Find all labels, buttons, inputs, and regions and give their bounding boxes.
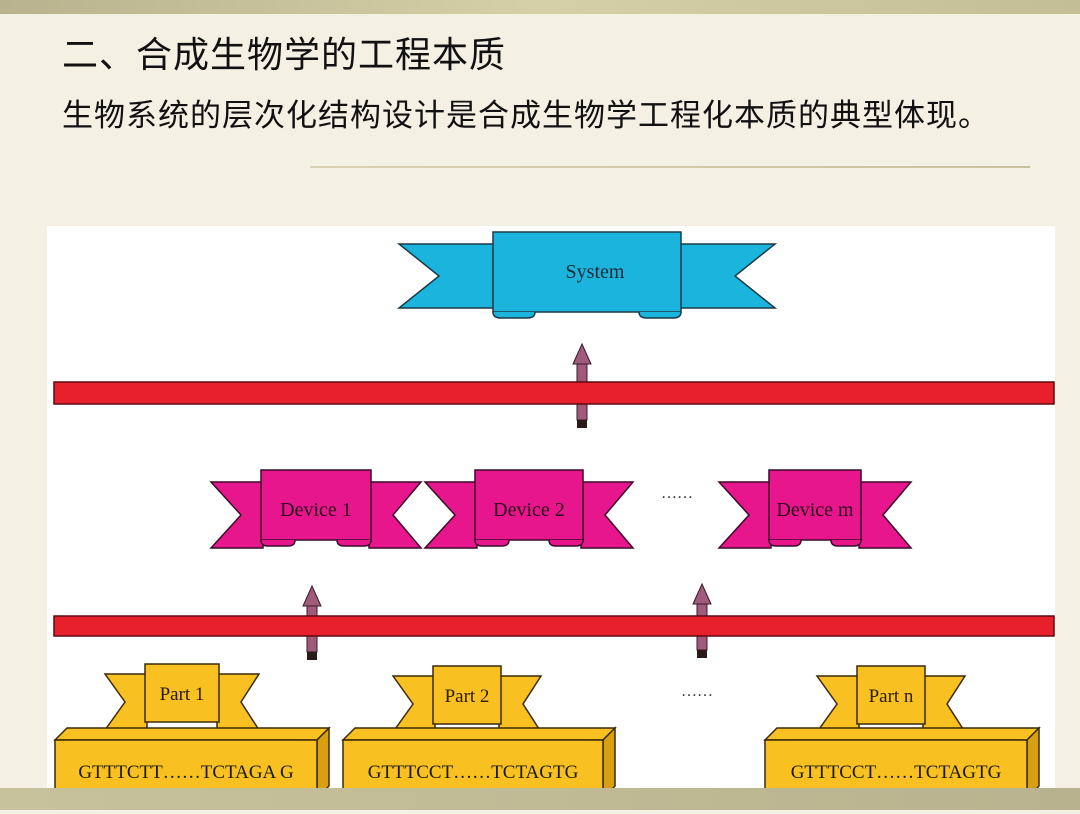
sequence-label-2: GTTTCCT……TCTAGTG xyxy=(368,762,579,783)
diagram-panel: System Device 1 Device 2 …… Device m xyxy=(47,226,1055,810)
device-label-m: Device m xyxy=(776,499,854,521)
slide-subtitle: 生物系统的层次化结构设计是合成生物学工程化本质的典型体现。 xyxy=(62,98,990,134)
system-ribbon: System xyxy=(396,231,778,319)
divider-line xyxy=(310,166,1030,168)
part-label-2: Part 2 xyxy=(445,686,490,707)
layer-bar-bottom xyxy=(53,615,1055,637)
part-label-1: Part 1 xyxy=(160,684,205,705)
part-ribbon-2: Part 2 xyxy=(391,665,543,733)
device-ribbon-m: Device m xyxy=(717,469,913,549)
system-label: System xyxy=(566,261,625,283)
hierarchy-diagram: System Device 1 Device 2 …… Device m xyxy=(53,231,1055,800)
device-label-2: Device 2 xyxy=(493,499,565,521)
top-decor-bar xyxy=(0,0,1080,14)
bottom-decor-bar xyxy=(0,788,1080,810)
device-ellipsis: …… xyxy=(661,485,693,502)
sequence-block-n: GTTTCCT……TCTAGTG xyxy=(763,726,1041,800)
slide-title: 二、合成生物学的工程本质 xyxy=(62,35,507,76)
device-ribbon-2: Device 2 xyxy=(423,469,635,549)
part-ribbon-1: Part 1 xyxy=(103,663,261,731)
part-ellipsis: …… xyxy=(681,683,713,700)
sequence-label-1: GTTTCTT……TCTAGA G xyxy=(78,762,294,783)
part-label-n: Part n xyxy=(869,686,914,707)
device-label-1: Device 1 xyxy=(280,499,352,521)
device-ribbon-1: Device 1 xyxy=(209,469,423,549)
layer-bar-top xyxy=(53,381,1055,405)
sequence-label-n: GTTTCCT……TCTAGTG xyxy=(791,762,1002,783)
part-ribbon-n: Part n xyxy=(815,665,967,733)
